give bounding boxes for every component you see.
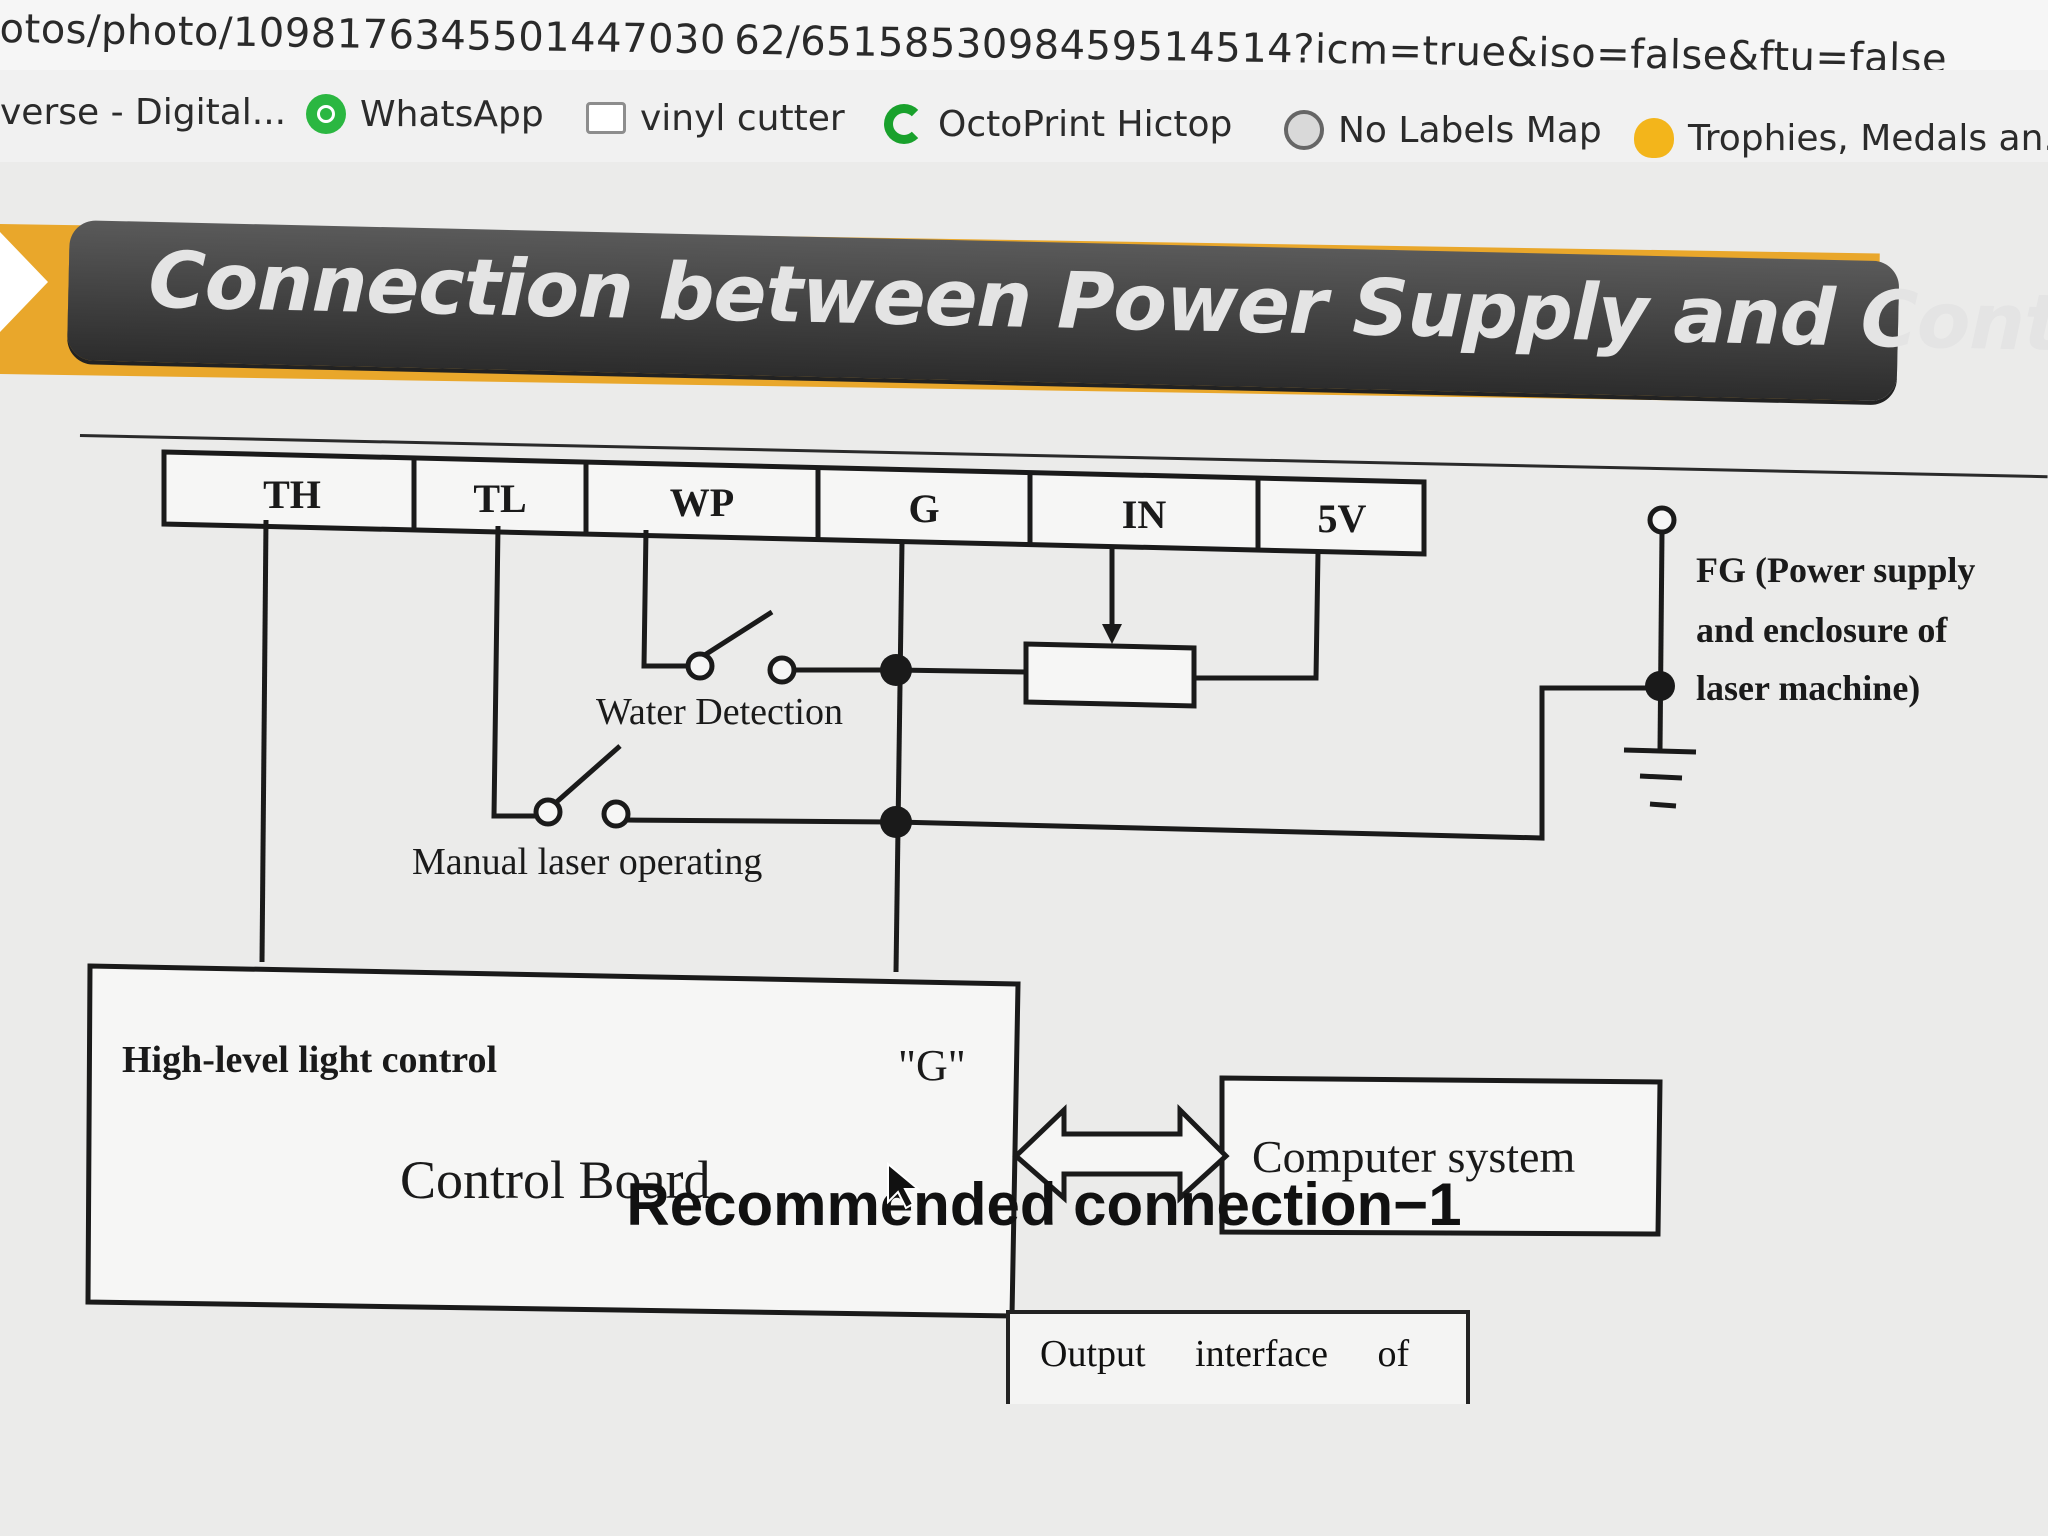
bookmark-label: Trophies, Medals an... xyxy=(1688,117,2048,159)
g-wire xyxy=(893,541,905,973)
switch-contact xyxy=(601,799,631,829)
tl-wire xyxy=(491,525,540,819)
folder-icon xyxy=(586,102,626,134)
mouse-cursor-icon xyxy=(887,1162,920,1210)
high-level-light-control-label: High-level light control xyxy=(122,1039,497,1081)
fg-label-line-1: FG (Power supply xyxy=(1696,550,1975,590)
manual-laser-label: Manual laser operating xyxy=(412,841,762,883)
bookmark-label: vinyl cutter xyxy=(640,97,845,139)
computer-system-label: Computer system xyxy=(1252,1131,1575,1182)
switch-contact xyxy=(685,651,715,681)
terminal-g-label: G xyxy=(908,486,939,531)
bookmark-whatsapp[interactable]: WhatsApp xyxy=(306,86,544,142)
in-arrow-head xyxy=(1102,624,1122,644)
diagram-caption: Recommended connection−1 xyxy=(626,1171,1462,1238)
junction-dot xyxy=(880,806,912,838)
junction-dot xyxy=(1645,671,1675,701)
output-interface-label: Output interface of xyxy=(1040,1333,1410,1375)
terminal-tl-label: TL xyxy=(473,476,526,521)
terminal-th-label: TH xyxy=(263,472,321,517)
water-detection-switch xyxy=(698,609,774,661)
junction-dot xyxy=(880,654,912,686)
manual-laser-switch xyxy=(550,744,622,808)
manual-laser-wire xyxy=(625,685,1658,841)
ground-symbol xyxy=(1623,747,1697,755)
bookmark-vinyl-cutter[interactable]: vinyl cutter xyxy=(586,90,845,146)
side-arrow-icon xyxy=(0,232,48,332)
bookmark-label: OctoPrint Hictop xyxy=(938,103,1233,145)
control-board-g-label: "G" xyxy=(898,1041,966,1090)
trophy-icon xyxy=(1634,118,1674,158)
bookmark-label: WhatsApp xyxy=(360,93,544,135)
map-icon xyxy=(1284,110,1324,150)
address-bar[interactable]: otos/photo/1098176345501447030 62/651585… xyxy=(0,0,2048,83)
switch-contact xyxy=(533,797,563,827)
wp-wire xyxy=(641,529,688,669)
bookmark-octoprint-hictop[interactable]: OctoPrint Hictop xyxy=(884,96,1232,152)
water-detection-label: Water Detection xyxy=(596,691,843,733)
fg-wire xyxy=(1657,531,1665,751)
terminal-5v-label: 5V xyxy=(1318,496,1367,541)
output-interface-box: Output interface of xyxy=(1006,1310,1470,1404)
bookmark-label: verse - Digital... xyxy=(0,91,287,133)
switch-contact xyxy=(767,655,797,685)
whatsapp-icon xyxy=(306,94,346,134)
5v-wire xyxy=(1194,551,1321,681)
fg-terminal xyxy=(1647,505,1677,535)
terminal-in-label: IN xyxy=(1122,492,1167,537)
control-board-title: Control Board xyxy=(400,1150,710,1210)
computer-system-box xyxy=(1219,1075,1663,1237)
bookmark-trophies-medals[interactable]: Trophies, Medals an... xyxy=(1634,110,2048,166)
octoprint-icon xyxy=(884,104,924,144)
bookmark-no-labels-map[interactable]: No Labels Map xyxy=(1284,102,1602,158)
bookmark-verse-digital[interactable]: verse - Digital... xyxy=(0,84,286,140)
bookmark-label: No Labels Map xyxy=(1338,109,1602,151)
terminal-wp-label: WP xyxy=(670,480,734,525)
th-wire xyxy=(259,519,269,963)
fg-label-line-2: and enclosure of xyxy=(1696,610,1948,650)
potentiometer xyxy=(1023,641,1197,709)
terminal-strip xyxy=(161,449,1427,557)
fg-label-line-3: laser machine) xyxy=(1696,668,1920,708)
bookmarks-bar: verse - Digital... WhatsApp vinyl cutter… xyxy=(0,70,2048,164)
control-board-box xyxy=(85,963,1021,1319)
double-arrow xyxy=(1012,1103,1230,1204)
